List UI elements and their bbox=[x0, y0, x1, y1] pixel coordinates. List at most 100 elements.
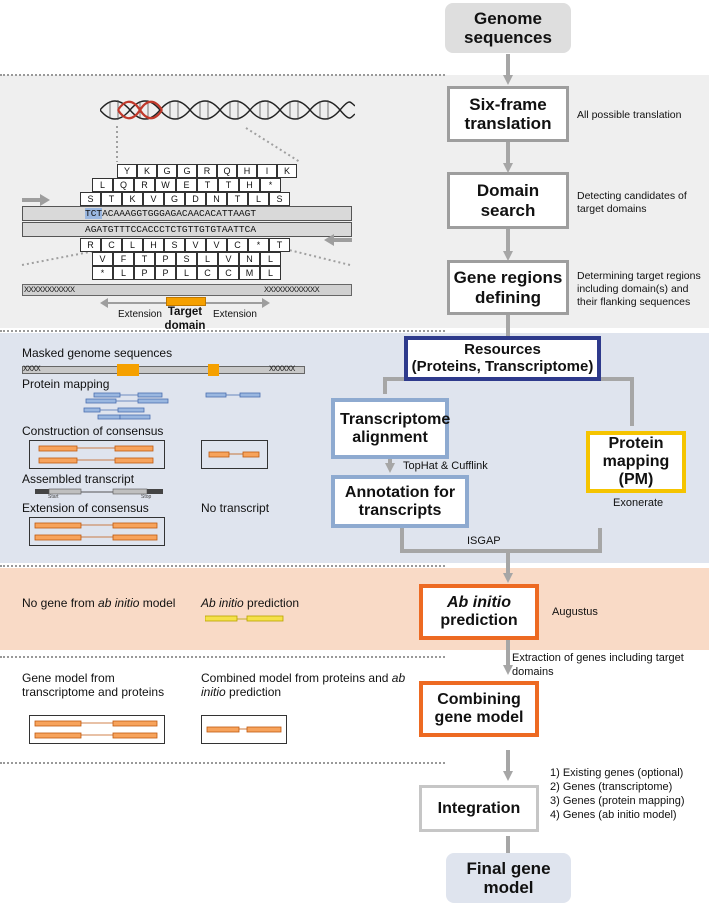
aa-cell: P bbox=[134, 266, 155, 280]
extension-box bbox=[29, 517, 165, 546]
masked-domain-block-2 bbox=[208, 364, 219, 376]
six-frame-note: All possible translation bbox=[577, 109, 682, 121]
aa-cell: C bbox=[101, 238, 122, 252]
masked-region-bar bbox=[22, 284, 352, 296]
aa-cell: E bbox=[176, 178, 197, 192]
aa-cell: T bbox=[134, 252, 155, 266]
transcriptome-alignment-box: Transcriptome alignment bbox=[331, 398, 450, 459]
aa-cell: N bbox=[206, 192, 227, 206]
frame-row-4: R C L H S V V C * T bbox=[80, 238, 290, 252]
aa-cell: V bbox=[185, 238, 206, 252]
protein-mapping-panel-label: Protein mapping bbox=[22, 377, 110, 391]
aa-cell: * bbox=[92, 266, 113, 280]
aa-cell: L bbox=[197, 252, 218, 266]
consensus-box-2 bbox=[201, 440, 268, 469]
aa-cell: L bbox=[113, 266, 134, 280]
masked-domain-block-1 bbox=[117, 364, 139, 376]
forward-strand-seq: ACAAAGGTGGGAGACAACACATTAAGT bbox=[102, 208, 257, 219]
aa-cell: * bbox=[260, 178, 281, 192]
integration-item-4: 4) Genes (ab initio model) bbox=[550, 809, 677, 822]
gene-model-label: Gene model from transcriptome and protei… bbox=[22, 671, 165, 700]
abinitio-prediction-rest: prediction bbox=[243, 596, 300, 610]
genome-sequences-label: Genome sequences bbox=[464, 8, 552, 47]
extension-arrows bbox=[100, 298, 270, 308]
resources-sublabel: (Proteins, Transcriptome) bbox=[411, 357, 594, 375]
gene-regions-box: Gene regions defining bbox=[447, 260, 569, 315]
aa-cell: V bbox=[92, 252, 113, 266]
no-gene-italic: ab initio bbox=[98, 596, 140, 610]
combined-model-suffix: prediction bbox=[225, 685, 282, 700]
start-label: Start bbox=[48, 494, 59, 500]
aa-cell: T bbox=[101, 192, 122, 206]
stop-label: Stop bbox=[141, 494, 152, 500]
masked-genome-label: Masked genome sequences bbox=[22, 346, 173, 360]
masked-right-text: XXXXXXXXXXXX bbox=[264, 285, 320, 295]
aa-cell: R bbox=[197, 164, 217, 178]
combined-model-italic: ab initio bbox=[201, 671, 406, 700]
aa-cell: L bbox=[260, 252, 281, 266]
abinitio-box: Ab initio prediction bbox=[419, 584, 539, 640]
gene-model-box bbox=[29, 715, 165, 744]
dna-helix-icon bbox=[100, 100, 355, 120]
aa-cell: P bbox=[155, 252, 176, 266]
frame-row-3: S T K V G D N T L S bbox=[80, 192, 290, 206]
aa-cell: C bbox=[218, 266, 239, 280]
aa-cell: S bbox=[80, 192, 101, 206]
aa-cell: R bbox=[134, 178, 155, 192]
integration-box: Integration bbox=[419, 785, 539, 832]
resources-label: Resources bbox=[464, 340, 541, 358]
combined-model-prefix: Combined model from proteins and bbox=[201, 671, 392, 685]
aa-cell: G bbox=[164, 192, 185, 206]
aa-cell: H bbox=[143, 238, 164, 252]
aa-cell: H bbox=[237, 164, 257, 178]
aa-cell: G bbox=[177, 164, 197, 178]
no-gene-suffix: model bbox=[139, 596, 176, 610]
domain-search-note: Detecting candidates of target domains bbox=[577, 190, 687, 216]
aa-cell: S bbox=[269, 192, 290, 206]
start-codon-highlight: TCT bbox=[85, 208, 103, 219]
aa-cell: P bbox=[155, 266, 176, 280]
abinitio-model bbox=[205, 615, 284, 622]
separator-4 bbox=[0, 656, 445, 658]
aa-cell: F bbox=[113, 252, 134, 266]
final-gene-model-box: Final gene model bbox=[446, 853, 571, 903]
aa-cell: V bbox=[218, 252, 239, 266]
isgap-note: ISGAP bbox=[467, 535, 501, 547]
aa-cell: T bbox=[197, 178, 218, 192]
integration-item-1: 1) Existing genes (optional) bbox=[550, 767, 684, 779]
extension-models bbox=[34, 522, 158, 541]
construction-label: Construction of consensus bbox=[22, 424, 164, 438]
combined-model-label: Combined model from proteins and ab init… bbox=[201, 671, 421, 700]
six-frame-label: Six-frame translation bbox=[464, 94, 552, 133]
abinitio-label-italic: Ab initio bbox=[447, 594, 511, 612]
aa-cell: D bbox=[185, 192, 206, 206]
exonerate-note: Exonerate bbox=[613, 497, 664, 509]
annotation-box: Annotation for transcripts bbox=[331, 475, 469, 528]
aa-cell: W bbox=[155, 178, 176, 192]
no-gene-prefix: No gene from bbox=[22, 596, 99, 610]
integration-item-3: 3) Genes (protein mapping) bbox=[550, 795, 685, 808]
masked-genome-bar bbox=[22, 366, 305, 374]
aa-cell: C bbox=[197, 266, 218, 280]
aa-cell: S bbox=[176, 252, 197, 266]
extension-left-label: Extension bbox=[118, 309, 162, 320]
extraction-note: Extraction of genes including target dom… bbox=[512, 652, 684, 678]
aa-cell: K bbox=[137, 164, 157, 178]
aa-cell: L bbox=[122, 238, 143, 252]
no-gene-label: No gene from ab initio model bbox=[22, 596, 175, 610]
protein-mapping-box-visible: Protein mapping (PM) bbox=[586, 431, 686, 493]
aa-cell: T bbox=[269, 238, 290, 252]
assembled-label: Assembled transcript bbox=[22, 472, 135, 486]
domain-search-box: Domain search bbox=[447, 172, 569, 229]
forward-arrow-icon bbox=[22, 194, 50, 206]
abinitio-prediction-italic: Ab initio bbox=[201, 596, 244, 610]
aa-cell: V bbox=[143, 192, 164, 206]
combined-model-models bbox=[206, 726, 282, 733]
aa-cell: I bbox=[257, 164, 277, 178]
consensus-box-1 bbox=[29, 440, 165, 469]
aa-cell: R bbox=[80, 238, 101, 252]
aa-cell: T bbox=[218, 178, 239, 192]
abinitio-prediction-label: Ab initio prediction bbox=[201, 596, 299, 610]
aa-cell: L bbox=[176, 266, 197, 280]
